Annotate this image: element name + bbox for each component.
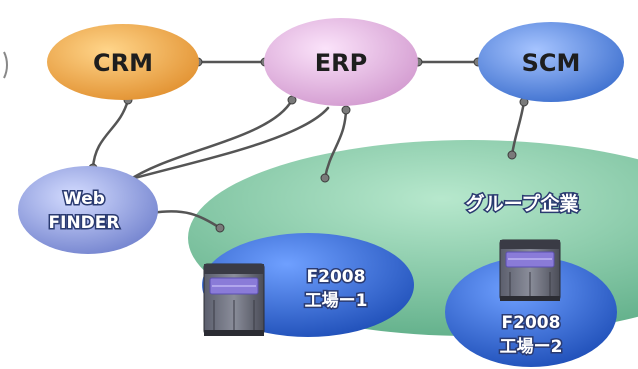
factory-2-label-line2: 工場ー2 (500, 337, 563, 357)
scm-ellipse (478, 22, 624, 102)
connection-lines (91, 60, 526, 230)
connector-dot (341, 105, 351, 115)
node-factory-2[interactable]: F2008 工場ー2 (445, 257, 617, 367)
web-finder-ellipse (18, 166, 158, 254)
web-finder-label-line2: FINDER (49, 213, 120, 233)
link-erp-group (323, 108, 348, 180)
group-region-label: グループ企業 (466, 192, 580, 215)
connector-dot (287, 95, 297, 105)
link-webfinder-factory1 (150, 210, 222, 230)
factory-2-ellipse (445, 257, 617, 367)
connector-dot (320, 173, 330, 183)
erp-ellipse (264, 18, 418, 106)
link-erp-webfinder-a (123, 98, 294, 185)
crm-label: CRM (93, 49, 153, 77)
factory-2-label-line1: F2008 (502, 313, 561, 333)
factory-1-label-line2: 工場ー1 (305, 291, 368, 311)
node-crm[interactable]: CRM (47, 24, 199, 100)
factory-1-label-line1: F2008 (307, 267, 366, 287)
node-web-finder[interactable]: Web FINDER (18, 166, 158, 254)
node-scm[interactable]: SCM (478, 22, 624, 102)
crm-ellipse (47, 24, 199, 100)
edge-mark (3, 51, 8, 79)
link-scm-group (510, 100, 526, 157)
web-finder-label-line1: Web (63, 189, 105, 209)
server-unit-2-icon (499, 239, 561, 301)
link-crm-webfinder (91, 98, 130, 170)
connector-dot (507, 150, 517, 160)
server-unit-1-icon (203, 263, 265, 336)
node-erp[interactable]: ERP (264, 18, 418, 106)
connector-dot (215, 223, 225, 233)
erp-label: ERP (315, 49, 367, 77)
scm-label: SCM (522, 49, 581, 77)
link-erp-webfinder-b (118, 106, 330, 184)
